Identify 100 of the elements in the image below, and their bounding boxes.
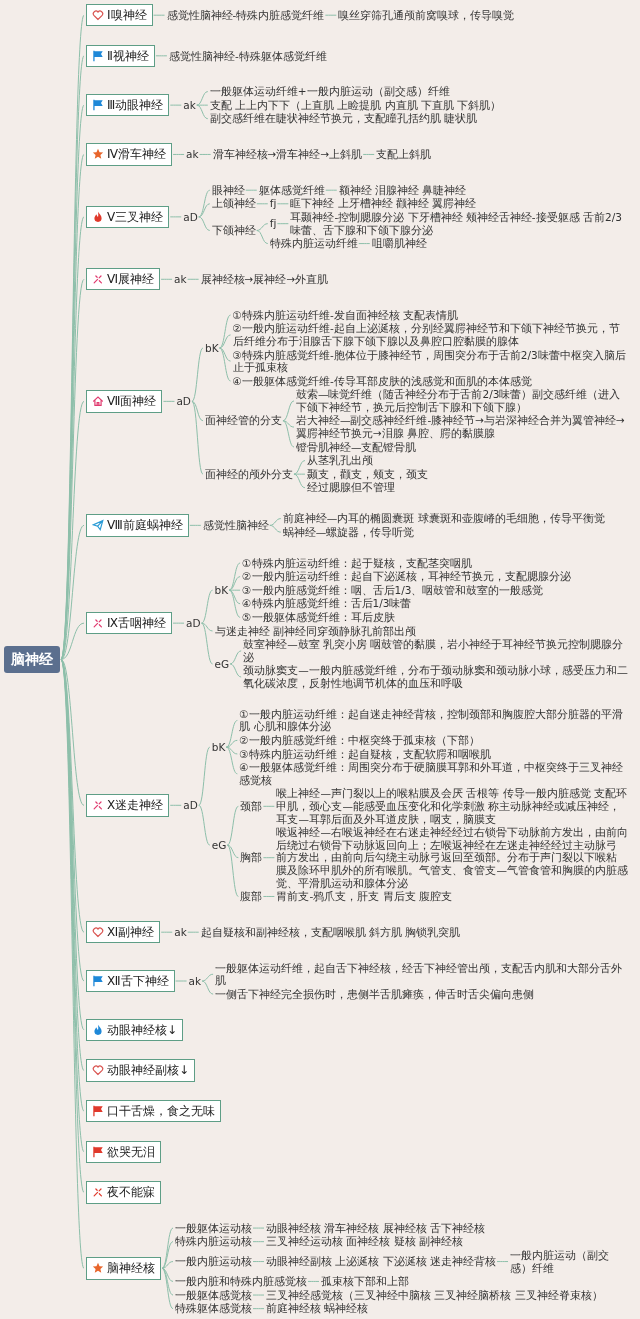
connector-line — [282, 400, 295, 422]
branch-text: 经过腮腺但不管理 — [306, 481, 403, 495]
topic-label: 动眼神经副核↓ — [107, 1063, 190, 1078]
branch-text: 颈动脉窦支—一般内脏感觉纤维，分布于颈动脉窦和颈动脉小球，感受压力和二氧化碳浓度，反射性地调节机体的血压和呼吸 — [243, 664, 636, 690]
branch-text: 特殊躯体感觉核 — [175, 1302, 252, 1315]
connector-line — [229, 663, 242, 678]
connector-line — [172, 622, 185, 624]
topic-box — [86, 44, 155, 67]
topic-box — [86, 1181, 161, 1204]
connector-line — [201, 622, 214, 632]
topic-box — [86, 93, 170, 117]
branch-text: 孤束核下部和上部 — [321, 1275, 417, 1288]
branch-text: ak — [186, 148, 199, 161]
connector-line — [293, 473, 306, 489]
connector-line — [191, 400, 204, 475]
connector-line — [169, 104, 182, 106]
connector-line — [293, 460, 306, 475]
topic-label: Ⅹ迷走神经 — [107, 798, 164, 813]
branch-text: 起自疑核和副神经核，支配咽喉肌 斜方肌 胸锁乳突肌 — [200, 925, 469, 939]
connector-line — [256, 203, 269, 205]
branch-text: ②一般内脏运动纤维-起自上泌涎核，分别经翼腭神经节和下颌下神经节换元，节后纤维分布于泪腺舌下腺下颌下腺以及鼻腔口腔黏膜的腺体 — [232, 322, 636, 348]
connector-line — [60, 622, 85, 660]
branch-text: ①特殊内脏运动纤维-发自面神经核 支配表情肌 — [232, 308, 467, 322]
branch-text: 胸部 — [240, 851, 263, 864]
branch-text: ④一般躯体感觉纤维-传导耳部皮肤的浅感觉和面肌的本体感觉 — [232, 374, 540, 388]
branch-text: 副交感纤维在睫状神经节换元，支配瞳孔括约肌 睫状肌 — [209, 112, 486, 126]
topic-box — [86, 390, 163, 413]
connector-line — [262, 857, 275, 859]
branch-text: ak — [188, 974, 202, 988]
connector-line — [228, 576, 241, 591]
branch-text: 胃前支-鸦爪支，肝支 胃后支 腹腔支 — [276, 890, 460, 903]
branch-text: 前庭神经—内耳的椭圆囊斑 球囊斑和壶腹嵴的毛细胞，传导平衡觉 — [282, 512, 613, 525]
connector-line — [198, 203, 211, 218]
topic-label: 欲哭无泪 — [107, 1144, 155, 1159]
topic-box — [86, 1257, 161, 1280]
branch-text: 蜗神经—螺旋器，传导听觉 — [282, 525, 423, 539]
connector-line — [226, 805, 239, 846]
connector-line — [293, 473, 306, 475]
connector-line — [256, 229, 269, 245]
connector-line — [162, 400, 175, 402]
topic-label: Ⅸ舌咽神经 — [107, 615, 166, 631]
topic-box — [86, 205, 170, 229]
topic-label: 口干舌燥，食之无味 — [107, 1103, 215, 1119]
connector-line — [60, 659, 85, 806]
branch-text: 嗅丝穿筛孔通颅前窝嗅球，传导嗅觉 — [338, 8, 523, 22]
branch-text: 面神经管的分支 — [204, 414, 282, 428]
branch-text: 从茎乳孔出颅 — [306, 454, 381, 467]
topic-label: Ⅳ滑车神经 — [107, 147, 167, 162]
branch-text: 喉上神经—声门裂以上的喉粘膜及会厌 舌根等 传导一般内脏感觉 支配环甲肌，颈心支—能感受血压变化和化学刺激 称主动脉神经或减压神经，耳支—耳郭后面及外耳道皮肤，咽支，脑膜支 — [276, 787, 636, 826]
connector-line — [262, 895, 275, 897]
connector-line — [325, 189, 338, 191]
branch-text: 颞支，颧支，颊支，颈支 — [306, 467, 436, 481]
connector-line — [307, 1280, 320, 1282]
branch-text: eG — [214, 657, 230, 671]
branch-text: ⑤一般躯体感觉纤维：耳后皮肤 — [242, 611, 403, 624]
connector-line — [201, 589, 214, 624]
connector-line — [198, 189, 211, 218]
topic-label: Ⅱ视神经 — [107, 48, 149, 63]
branch-text: 一般内脏运动（副交感）纤维 — [510, 1248, 636, 1275]
connector-line — [269, 524, 282, 533]
connector-line — [252, 1241, 265, 1243]
connector-line — [172, 153, 185, 155]
connector-line — [60, 524, 85, 660]
connector-line — [196, 91, 209, 106]
branch-text: 前庭神经核 蜗神经核 — [266, 1302, 377, 1315]
branch-text: 下颌神经 — [211, 224, 256, 237]
topic-label: Ⅷ前庭蜗神经 — [107, 518, 183, 533]
connector-line — [155, 55, 168, 57]
branch-text: 腹部 — [240, 890, 263, 903]
branch-text: ②一般内脏感觉纤维：中枢突终于孤束核（下部） — [239, 734, 488, 747]
connector-line — [189, 524, 202, 526]
topic-label: Ⅶ面神经 — [107, 394, 157, 409]
branch-text: 支配 上上内下下（上直肌 上睑提肌 内直肌 下直肌 下斜肌） — [209, 98, 510, 112]
connector-line — [228, 562, 241, 591]
branch-text: 特殊内脏运动纤维 — [269, 237, 358, 250]
branch-text: 喉返神经—右喉返神经在右迷走神经经过右锁骨下动脉前方发出，由前向后绕过右锁骨下动脉返回向上；左喉返神经在左迷走神经经过主动脉弓前方发出，由前向后勾绕主动脉弓返回至颈部。分布于声门裂以下喉粘膜及除环甲肌外的所有喉肌。气管支、食管支—气管食管和胸膜的内脏感觉、平滑肌运动和腺体分泌 — [276, 826, 636, 890]
branch-text: 一般躯体运动纤维+一般内脏运动（副交感）纤维 — [209, 85, 458, 98]
topic-box — [86, 1059, 196, 1082]
connector-line — [169, 804, 182, 806]
topic-box — [86, 969, 175, 993]
branch-text: ④一般躯体感觉纤维：周围突分布于硬脑膜耳郭和外耳道，中枢突终于三叉神经感觉核 — [239, 761, 636, 787]
connector-line — [187, 278, 200, 280]
connector-line — [252, 1294, 265, 1296]
branch-text: 支配上斜肌 — [376, 148, 440, 161]
connector-line — [60, 400, 85, 660]
branch-text: ①一般内脏运动纤维：起自迷走神经背核，控制颈部和胸腹腔大部分脏器的平滑肌 心肌和腺体分泌 — [239, 707, 636, 734]
connector-line — [245, 189, 258, 191]
topic-box — [86, 143, 173, 166]
connector-line — [161, 1241, 174, 1269]
branch-text: ak — [174, 273, 187, 286]
branch-text: eG — [211, 838, 227, 852]
connector-line — [201, 622, 214, 665]
branch-text: 面神经的颅外分支 — [204, 467, 293, 481]
branch-text: bK — [211, 740, 226, 754]
topic-label: 脑神经核 — [107, 1261, 155, 1276]
connector-line — [160, 278, 173, 280]
root-box: 脑神经 — [4, 646, 60, 673]
branch-text: 躯体感觉纤维 — [258, 183, 325, 197]
connector-line — [161, 1267, 174, 1310]
connector-line — [252, 1227, 265, 1229]
